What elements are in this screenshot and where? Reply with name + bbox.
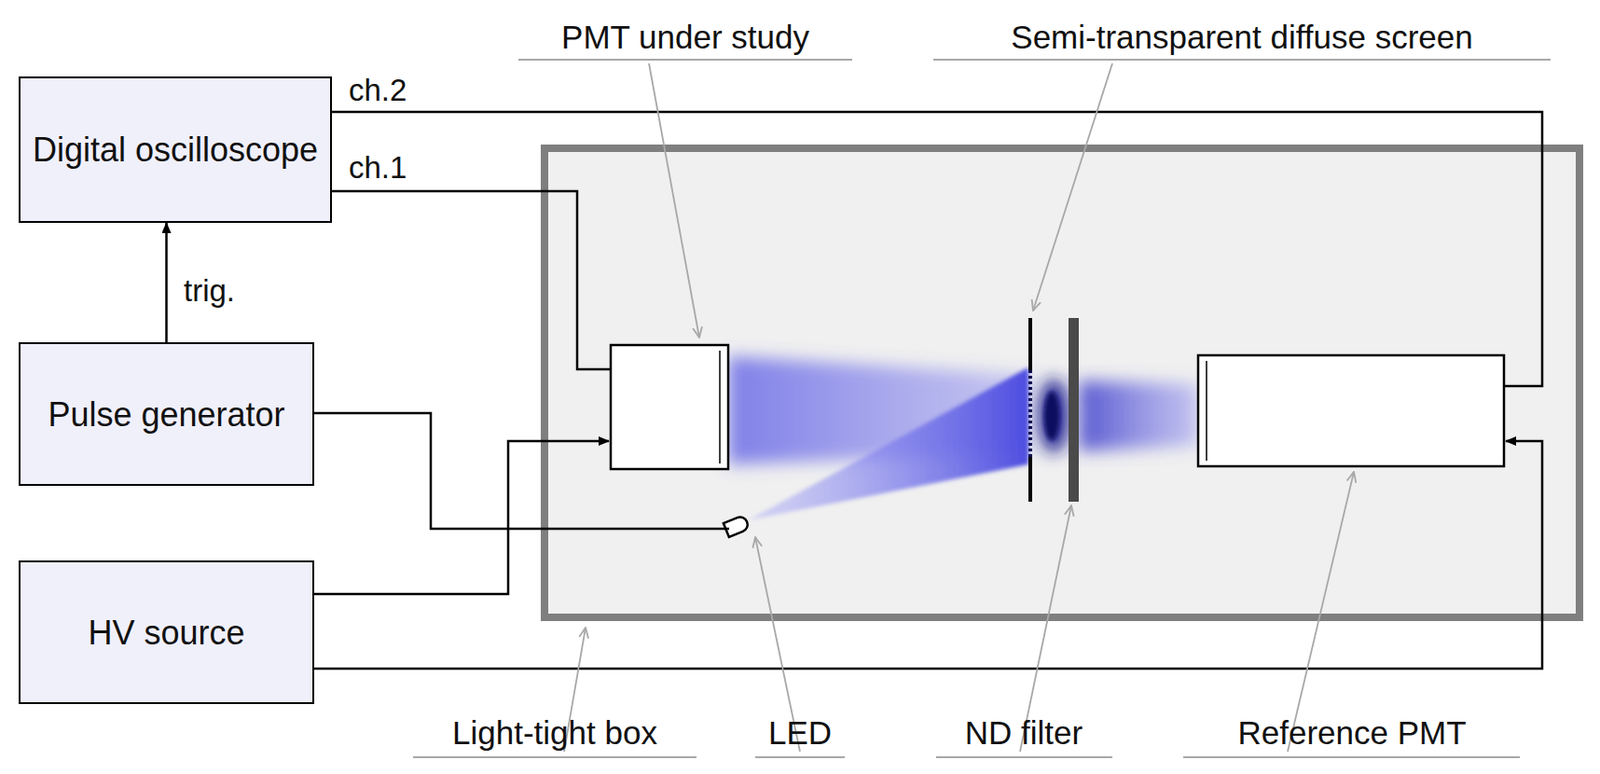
instrument-box: HV source (18, 560, 315, 704)
part-label: ND filter (965, 716, 1083, 749)
box-label: Pulse generator (47, 393, 285, 436)
led-symbol (723, 514, 750, 538)
box-label: Digital oscilloscope (32, 128, 318, 171)
diffuse-screen (1030, 317, 1032, 502)
edge-label: trig. (181, 275, 237, 306)
part-label: Semi-transparent diffuse screen (1010, 20, 1473, 54)
connectors (165, 222, 167, 343)
trigger-connector (165, 222, 168, 343)
leader-lines (413, 59, 1551, 758)
reference-pmt (1198, 355, 1504, 467)
light-beams (728, 356, 1199, 521)
instrument-box: Digital oscilloscope (18, 76, 332, 223)
part-label: LED (768, 716, 832, 749)
channel-label: ch.2 (348, 74, 407, 106)
pmt-under-study (610, 344, 729, 469)
nd-filter (1068, 317, 1079, 502)
part-label: Light-tight box (452, 716, 658, 749)
channel-label: ch.1 (348, 151, 407, 183)
wires (314, 111, 1543, 669)
part-label: Reference PMT (1237, 716, 1466, 749)
instrument-box: Pulse generator (18, 342, 315, 486)
part-label: PMT under study (561, 20, 810, 54)
box-label: HV source (87, 611, 245, 654)
